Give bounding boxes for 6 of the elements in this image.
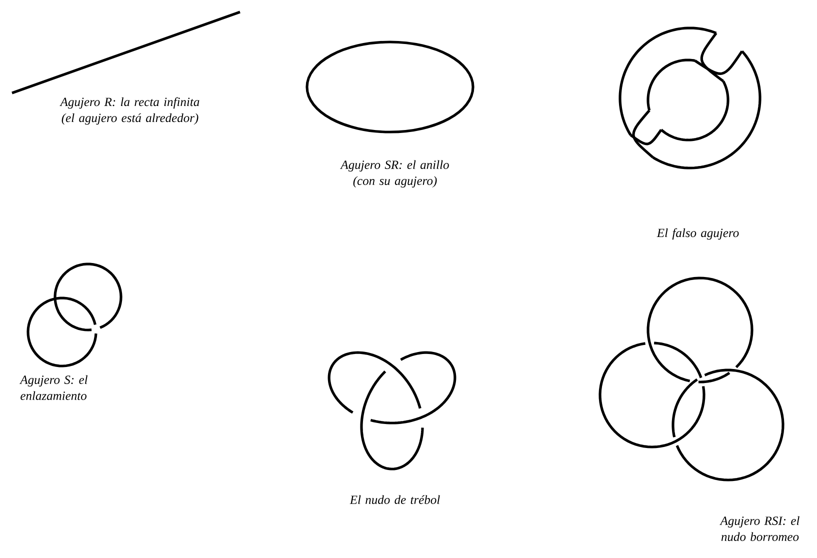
caption: Agujero R: la recta infinita (el agujero está alrededor) bbox=[60, 97, 200, 125]
caption: Agujero S: el enlazamiento bbox=[20, 375, 88, 400]
caption: Agujero RSI: el nudo borromeo bbox=[720, 516, 800, 542]
caption: Agujero SR: el anillo (con su agujero) bbox=[340, 160, 449, 188]
caption: El nudo de trébol bbox=[350, 495, 440, 504]
caption: El falso agujero bbox=[656, 228, 739, 240]
